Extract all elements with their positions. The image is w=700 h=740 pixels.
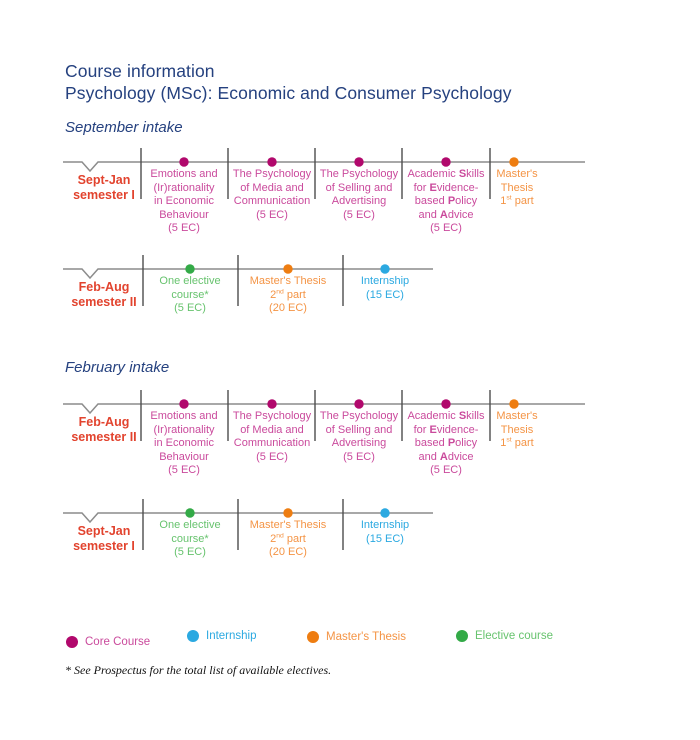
- internship-course-label: Internship(15 EC): [360, 519, 410, 545]
- internship-dot: [380, 508, 390, 518]
- core-dot: [354, 157, 364, 167]
- elective-dot: [185, 264, 195, 274]
- elective-course-dot: [456, 630, 468, 642]
- thesis-dot: [509, 157, 519, 167]
- elective-dot: [185, 508, 195, 518]
- semester-label-line: semester I: [73, 539, 135, 553]
- legend-item-masters-thesis: Master's Thesis: [307, 631, 406, 643]
- thesis-dot: [283, 264, 293, 274]
- timeline-line: [63, 268, 433, 280]
- legend-label-masters-thesis: Master's Thesis: [326, 631, 406, 643]
- thesis-dot: [509, 399, 519, 409]
- internship-course-label: Internship(15 EC): [360, 275, 410, 301]
- legend-label-core-course: Core Course: [85, 636, 151, 648]
- timeline-axis: [63, 255, 433, 306]
- core-dot: [441, 399, 451, 409]
- legend-item-core-course: Core Course: [66, 636, 150, 648]
- core-dot: [354, 399, 364, 409]
- internship-dot: [380, 264, 390, 274]
- semester-label-line: semester II: [71, 295, 137, 309]
- core-dot: [179, 399, 189, 409]
- timeline-line: [63, 512, 433, 524]
- timeline-axis: [63, 390, 585, 441]
- footnote: * See Prospectus for the total list of a…: [65, 663, 332, 677]
- legend-label-internship: Internship: [206, 630, 257, 642]
- title-line-1: Course information: [65, 61, 215, 81]
- timeline-line: [63, 403, 585, 415]
- timeline-axis: [63, 148, 585, 199]
- core-dot: [179, 157, 189, 167]
- legend-label-elective-course: Elective course: [475, 630, 553, 642]
- semester-label-line: Sept-Jan: [77, 524, 131, 538]
- semester-label-line: semester I: [73, 188, 135, 202]
- legend-item-internship: Internship: [187, 630, 257, 642]
- legend-item-elective-course: Elective course: [456, 630, 553, 642]
- section-heading-september: September intake: [65, 119, 183, 136]
- semester-label-line: semester II: [71, 430, 137, 444]
- core-dot: [267, 157, 277, 167]
- internship-dot: [187, 630, 199, 642]
- semester-label-line: Feb-Aug: [78, 280, 130, 294]
- timeline-line: [63, 161, 585, 173]
- semester-label-line: Feb-Aug: [78, 415, 130, 429]
- thesis-dot: [283, 508, 293, 518]
- core-dot: [441, 157, 451, 167]
- core-dot: [267, 399, 277, 409]
- page-title: Course information Psychology (MSc): Eco…: [65, 60, 512, 104]
- semester-label-line: Sept-Jan: [77, 173, 131, 187]
- timeline-axis: [63, 499, 433, 550]
- core-course-dot: [66, 636, 78, 648]
- title-line-2: Psychology (MSc): Economic and Consumer …: [65, 83, 512, 103]
- masters-thesis-dot: [307, 631, 319, 643]
- section-heading-february: February intake: [65, 359, 170, 376]
